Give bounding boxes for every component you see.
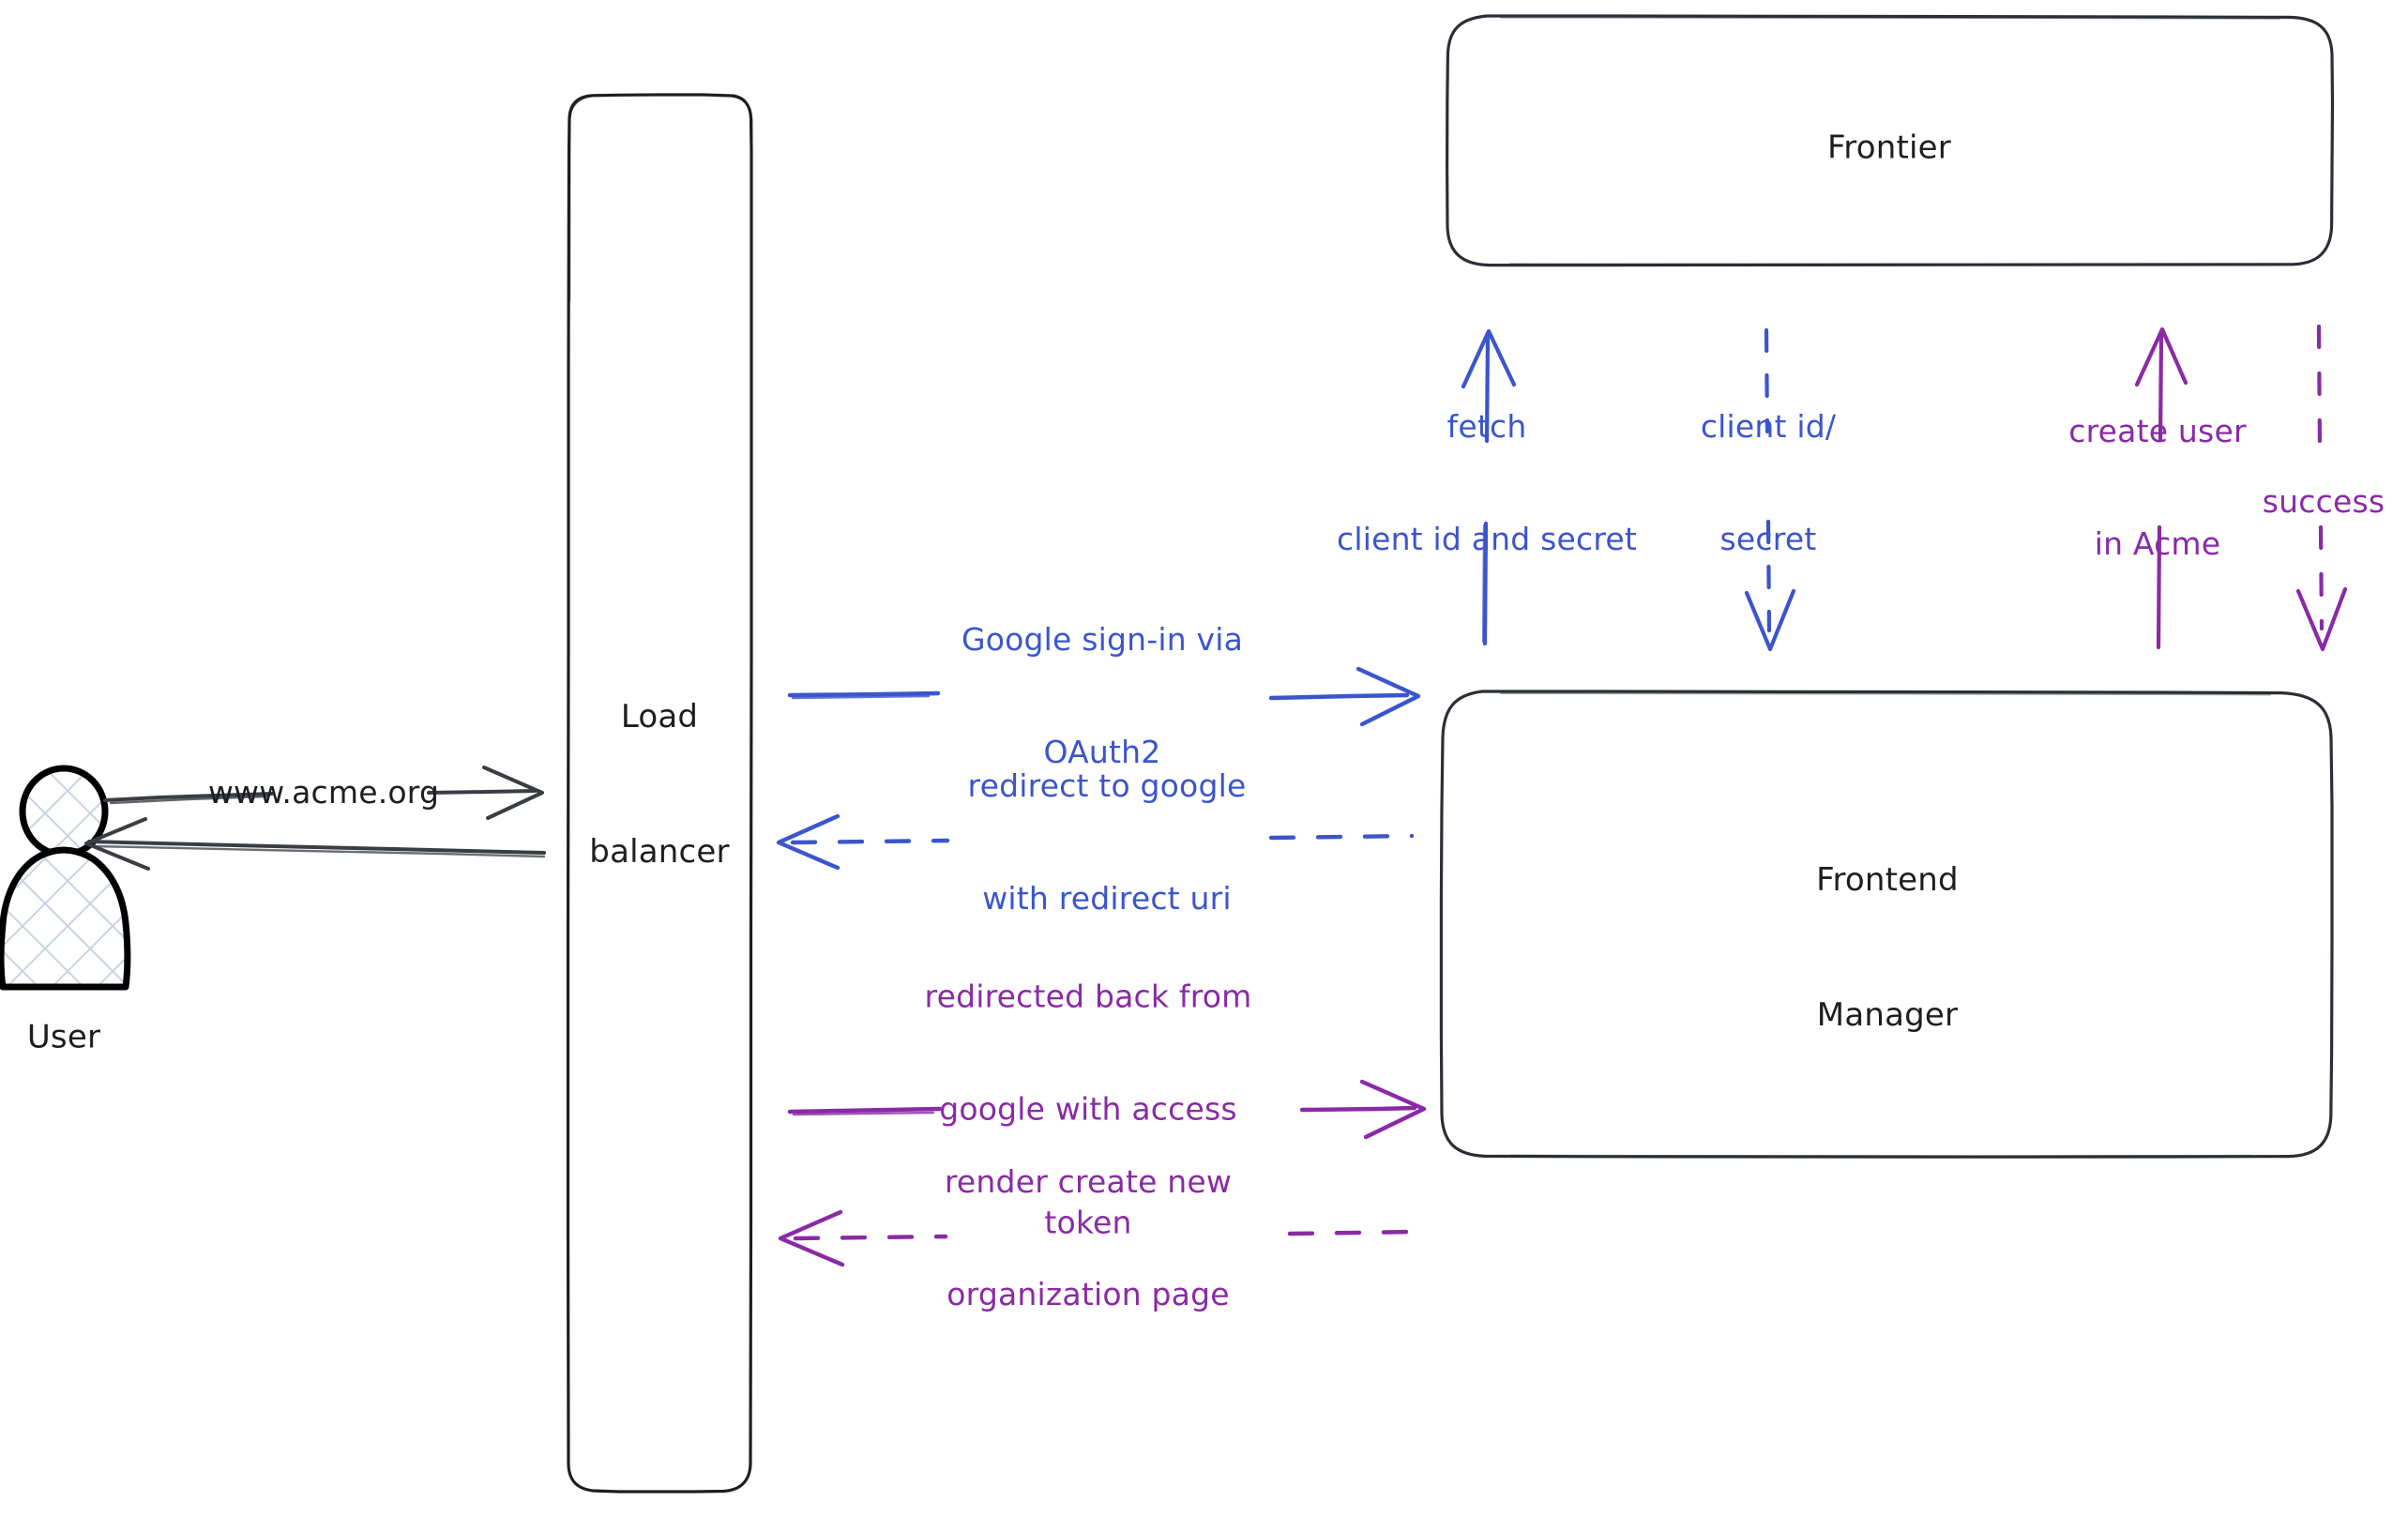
edge-label-success: success <box>2262 482 2385 520</box>
edge-label-www-acme-org: www.acme.org <box>207 773 440 811</box>
load-balancer-line-1: Load <box>620 697 699 736</box>
edge-label-render-create-org: render create new organization page <box>945 1087 1232 1389</box>
edge-label-fetch-client-id-secret: fetch client id and secret <box>1337 332 1637 634</box>
render-create-org-line-1: render create new <box>944 1162 1233 1200</box>
edge-success <box>2295 324 2348 652</box>
redirected-back-line-1: redirected back from <box>924 978 1252 1015</box>
node-label-frontend-manager: Frontend Manager <box>1816 766 1959 1129</box>
redirected-back-line-2: google with access <box>939 1090 1237 1128</box>
edge-client-id-secret <box>1744 327 1796 652</box>
frontend-manager-line-1: Frontend <box>1816 860 1959 899</box>
redirect-google-line-2: with redirect uri <box>982 880 1232 918</box>
edge-redirect-to-google <box>776 813 1415 871</box>
frontend-manager-line-2: Manager <box>1816 996 1959 1035</box>
edge-redirected-back-with-token <box>787 1079 1427 1140</box>
redirected-back-line-3: token <box>1044 1204 1132 1241</box>
edge-label-google-signin: Google sign-in via OAuth2 <box>962 545 1243 847</box>
load-balancer-line-2: balancer <box>589 833 730 872</box>
node-frontend-manager[interactable] <box>1439 690 2334 1159</box>
google-signin-line-2: OAuth2 <box>1043 734 1161 771</box>
node-label-load-balancer: Load balancer <box>589 603 729 965</box>
google-signin-line-1: Google sign-in via <box>961 620 1244 658</box>
edge-label-client-id-secret: client id/ secret <box>1701 332 1836 634</box>
actor-label-user: User <box>26 1018 101 1056</box>
render-create-org-line-2: organization page <box>947 1276 1230 1313</box>
edge-load-balancer-to-user <box>84 817 546 871</box>
client-id-line-2: secret <box>1719 521 1817 558</box>
edge-fetch-client-id-and-secret <box>1461 328 1517 646</box>
create-user-line-2: in Acme <box>2094 525 2221 563</box>
edge-label-redirect-to-google: redirect to google with redirect uri <box>968 691 1247 994</box>
edge-user-to-load-balancer <box>103 766 544 820</box>
client-id-line-1: client id/ <box>1700 407 1837 445</box>
edge-render-create-new-organization-page <box>778 1209 1417 1267</box>
redirect-google-line-1: redirect to google <box>967 766 1247 804</box>
node-load-balancer[interactable] <box>566 93 753 1494</box>
fetch-line-2: client id and secret <box>1336 521 1638 558</box>
node-frontier[interactable] <box>1446 14 2335 267</box>
edge-google-signin-oauth2 <box>787 666 1421 727</box>
edge-label-create-user-in-acme: create user in Acme <box>2068 337 2246 639</box>
create-user-line-1: create user <box>2068 412 2247 449</box>
edge-label-redirected-back: redirected back from google with access … <box>925 903 1252 1318</box>
fetch-line-1: fetch <box>1446 407 1527 445</box>
edge-create-user-in-acme <box>2134 326 2188 650</box>
node-label-frontier: Frontier <box>1827 129 1951 167</box>
actor-user-icon[interactable] <box>0 765 131 991</box>
